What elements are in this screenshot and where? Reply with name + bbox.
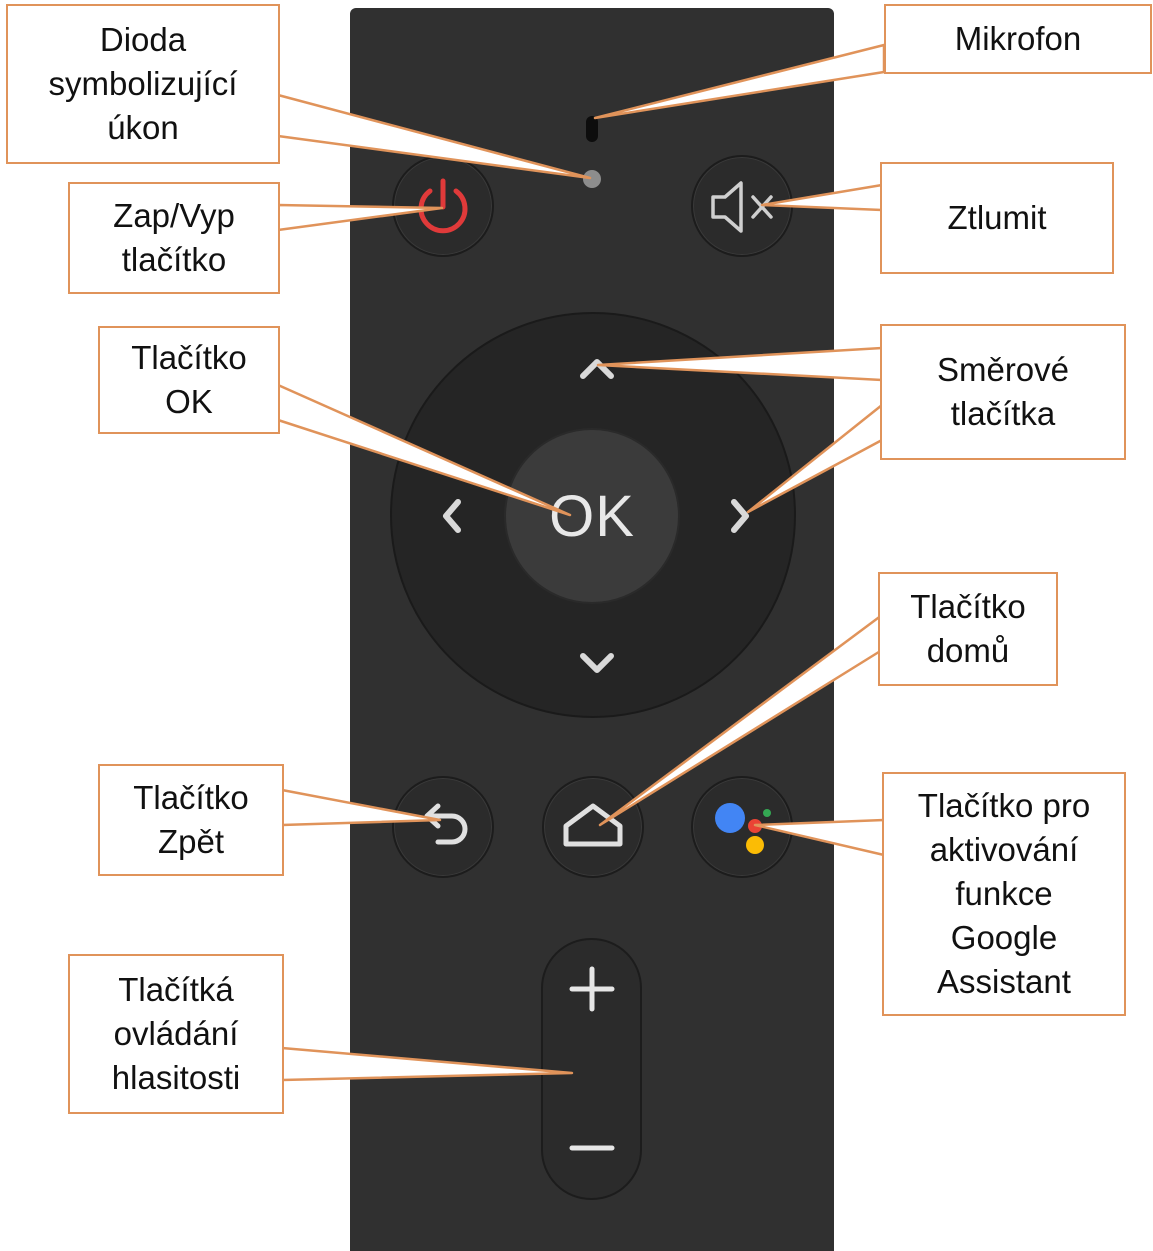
- home-icon: [563, 803, 623, 847]
- callout-power: Zap/Vyp tlačítko: [68, 182, 280, 294]
- mute-button[interactable]: [691, 155, 793, 257]
- power-button[interactable]: [392, 155, 494, 257]
- callout-power-text: Zap/Vyp tlačítko: [113, 197, 235, 278]
- plus-icon[interactable]: [567, 964, 617, 1014]
- ok-button-label: OK: [549, 483, 635, 549]
- callout-assistant: Tlačítko pro aktivování funkce Google As…: [882, 772, 1126, 1016]
- callout-back-text: Tlačítko Zpět: [133, 779, 249, 860]
- google-assistant-icon: [715, 803, 771, 854]
- speaker-mute-icon: [711, 181, 773, 233]
- callout-assistant-text: Tlačítko pro aktivování funkce Google As…: [917, 787, 1091, 1000]
- home-button[interactable]: [542, 776, 644, 878]
- back-arrow-icon: [424, 803, 468, 845]
- callout-mute-text: Ztlumit: [947, 199, 1047, 236]
- back-button[interactable]: [392, 776, 494, 878]
- callout-volume: Tlačítká ovládání hlasitosti: [68, 954, 284, 1114]
- status-led: [583, 170, 601, 188]
- minus-icon[interactable]: [567, 1138, 617, 1158]
- callout-back: Tlačítko Zpět: [98, 764, 284, 876]
- callout-volume-text: Tlačítká ovládání hlasitosti: [111, 971, 241, 1096]
- callout-ok: Tlačítko OK: [98, 326, 280, 434]
- callout-ok-text: Tlačítko OK: [131, 339, 247, 420]
- chevron-left-icon[interactable]: [436, 496, 466, 536]
- assistant-button[interactable]: [691, 776, 793, 878]
- chevron-up-icon[interactable]: [577, 352, 617, 382]
- callout-microphone: Mikrofon: [884, 4, 1152, 74]
- callout-dpad: Směrové tlačítka: [880, 324, 1126, 460]
- ok-button[interactable]: OK: [504, 428, 680, 604]
- callout-home-text: Tlačítko domů: [910, 588, 1026, 669]
- power-icon: [418, 178, 468, 234]
- callout-home: Tlačítko domů: [878, 572, 1058, 686]
- chevron-down-icon[interactable]: [577, 650, 617, 680]
- callout-microphone-text: Mikrofon: [954, 20, 1082, 57]
- microphone: [586, 116, 598, 142]
- callout-dpad-text: Směrové tlačítka: [936, 351, 1070, 432]
- callout-led: Dioda symbolizující úkon: [6, 4, 280, 164]
- chevron-right-icon[interactable]: [726, 496, 756, 536]
- callout-led-text: Dioda symbolizující úkon: [48, 21, 238, 146]
- callout-mute: Ztlumit: [880, 162, 1114, 274]
